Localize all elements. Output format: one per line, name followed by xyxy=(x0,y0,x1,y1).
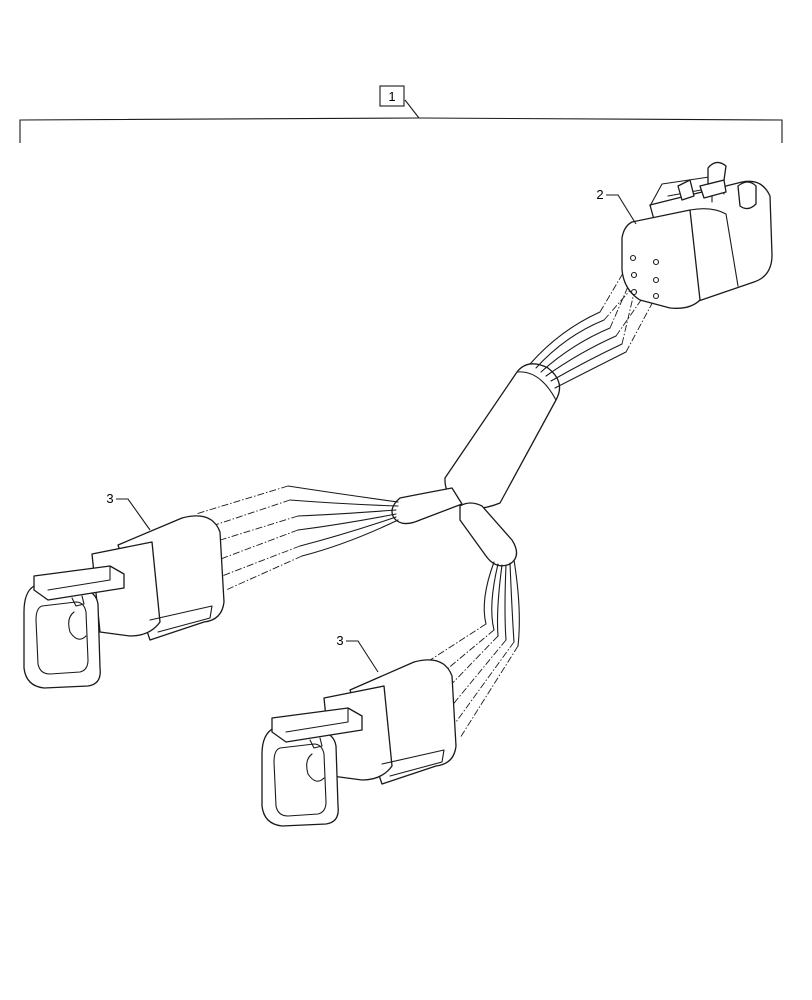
plug-a-callout: 3 xyxy=(106,491,113,506)
callout-2: 2 xyxy=(596,187,637,225)
plug-b-callout: 3 xyxy=(336,633,343,648)
receptacle-pin-holes xyxy=(629,254,660,300)
connector-plug-a xyxy=(23,515,225,689)
connector-plug-b xyxy=(261,659,457,827)
callout-3a: 3 xyxy=(106,491,151,531)
callout-3b: 3 xyxy=(336,633,379,673)
harness-trunk-sleeve xyxy=(444,363,561,510)
trunk-wires xyxy=(529,257,657,389)
assembly-callout: 1 xyxy=(388,89,395,104)
left-branch-sleeve xyxy=(391,487,463,525)
lower-branch-sleeve xyxy=(459,502,518,567)
connector-receptacle xyxy=(621,161,773,309)
left-branch-wires xyxy=(195,485,399,591)
receptacle-callout: 2 xyxy=(596,187,603,202)
assembly-bracket: 1 xyxy=(19,85,783,143)
